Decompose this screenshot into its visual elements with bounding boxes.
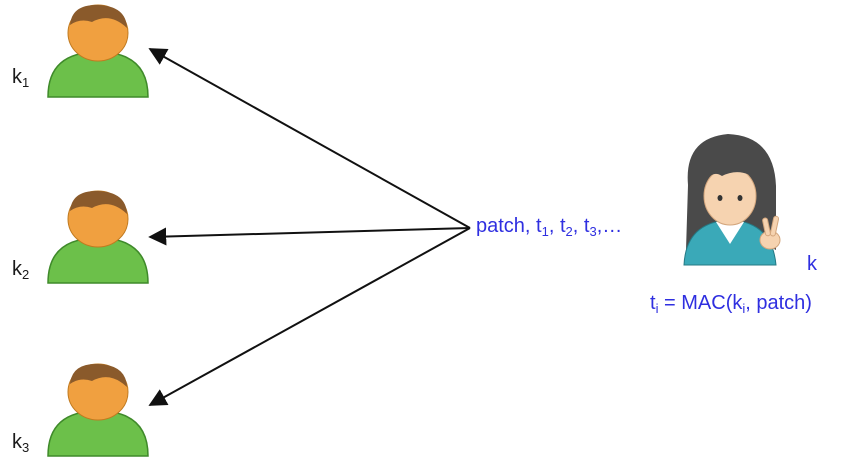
arrow-to-receiver-3 — [148, 227, 471, 406]
sender-key-label: k — [807, 253, 817, 275]
receiver-1-icon — [47, 4, 149, 98]
sender-icon — [683, 134, 781, 266]
mac-formula: ti = MAC(ki, patch) — [650, 292, 812, 316]
receiver-1-key-label: k1 — [12, 66, 30, 90]
message-label: patch, t1, t2, t3,… — [476, 215, 623, 239]
receiver-2-key-label: k2 — [12, 258, 30, 282]
arrow-to-receiver-1 — [148, 48, 471, 229]
receiver-3-key-label: k3 — [12, 431, 30, 455]
receiver-3-icon — [47, 363, 149, 457]
arrow-to-receiver-2 — [148, 227, 471, 246]
receiver-2-icon — [47, 190, 149, 284]
